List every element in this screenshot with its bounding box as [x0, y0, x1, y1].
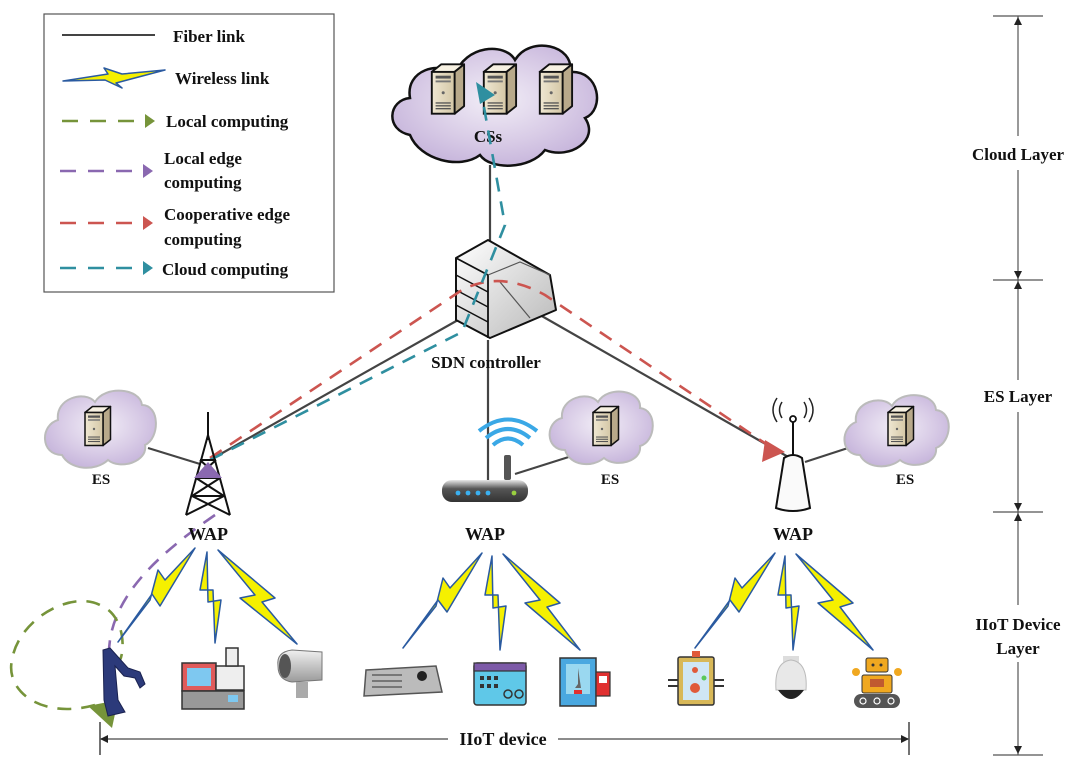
device-injection-molding-machine — [181, 647, 245, 710]
fiber-links — [147, 165, 849, 480]
wap-antenna-right: WAP — [772, 397, 814, 544]
server-icon — [887, 405, 915, 447]
legend-item-wireless-link: Wireless link — [62, 67, 270, 89]
device-security-camera — [277, 649, 323, 698]
cloud-computing-path — [209, 95, 507, 462]
signal-icon — [778, 401, 808, 419]
wireless-bolt — [694, 552, 776, 649]
legend-box — [43, 13, 335, 293]
wifi-icon — [491, 436, 525, 447]
wireless-bolt — [402, 552, 483, 649]
wap-router-middle: WAP — [442, 417, 539, 544]
layer-label-iiot-2: Layer — [996, 639, 1040, 658]
router-icon — [442, 480, 528, 502]
edge-server-left: ES — [44, 389, 157, 488]
cooperative-edge-path — [209, 279, 776, 460]
edge-server-middle: ES — [548, 390, 654, 488]
local-edge-path — [107, 513, 216, 681]
layer-scale — [993, 15, 1043, 756]
legend-item-cooperative-edge-computing: Cooperative edge computing — [60, 205, 291, 249]
layer-label-cloud: Cloud Layer — [972, 145, 1065, 164]
cooperative-edge-arrow-head-icon — [762, 440, 785, 462]
legend-item-local-edge-computing: Local edge computing — [60, 149, 242, 192]
fiber-es-wap-left — [147, 446, 201, 466]
server-icon — [538, 63, 574, 115]
edge-server-right: ES — [843, 394, 950, 488]
arrow-right-icon — [901, 735, 909, 743]
device-control-panel — [473, 662, 527, 706]
legend-label-coop-edge-1: Cooperative edge — [164, 205, 291, 224]
tower-highlight — [194, 462, 222, 478]
es-label: ES — [92, 472, 110, 488]
arrow-left-icon — [100, 735, 108, 743]
iiot-device-label: IIoT device — [459, 729, 546, 749]
wireless-bolt — [117, 547, 196, 643]
server-icon — [84, 405, 112, 447]
arrow-head-icon — [143, 261, 153, 275]
wap-label-right: WAP — [773, 524, 813, 544]
wireless-links — [117, 547, 874, 651]
iiot-device-span: IIoT device — [99, 722, 910, 755]
legend-item-cloud-computing: Cloud computing — [60, 260, 289, 279]
es-label: ES — [601, 472, 619, 488]
dome-camera-icon — [775, 659, 807, 691]
fiber-es-wap-middle — [514, 453, 576, 476]
fiber-sdn-wap-left — [209, 319, 459, 461]
legend-label-coop-edge-2: computing — [164, 230, 242, 249]
wap-label-middle: WAP — [465, 524, 505, 544]
legend-label-local-edge-2: computing — [164, 173, 242, 192]
arrow-head-icon — [143, 216, 153, 230]
wireless-bolt — [502, 553, 581, 651]
layer-label-iiot-1: IIoT Device — [975, 615, 1061, 634]
device-robot-arm — [102, 647, 146, 717]
legend-item-fiber-link: Fiber link — [62, 27, 245, 46]
wap-label-left: WAP — [188, 524, 228, 544]
computing-paths — [9, 95, 776, 711]
legend-label-local-edge-1: Local edge — [164, 149, 242, 168]
arrow-head-icon — [143, 164, 153, 178]
device-cnc-machine — [559, 657, 611, 707]
device-control-keyboard — [363, 665, 443, 697]
es-label: ES — [896, 472, 914, 488]
arrow-head-icon — [145, 114, 155, 128]
wap-tower-left: WAP — [185, 412, 231, 544]
legend-label-fiber: Fiber link — [173, 27, 245, 46]
antenna-icon — [774, 454, 812, 512]
legend-label-wireless: Wireless link — [175, 69, 270, 88]
legend-item-local-computing: Local computing — [62, 112, 289, 131]
tracked-robot-icon — [865, 657, 889, 673]
wireless-bolt — [777, 555, 800, 651]
fiber-es-wap-right — [804, 446, 849, 464]
sdn-controller-label: SDN controller — [431, 353, 541, 372]
wireless-bolt — [795, 553, 874, 651]
device-dome-camera — [775, 656, 807, 699]
device-tracked-robot — [852, 657, 902, 708]
fiber-sdn-wap-right — [539, 314, 791, 459]
layer-label-es: ES Layer — [984, 387, 1053, 406]
cloud-servers-node: CSs — [391, 44, 599, 167]
server-icon — [592, 405, 620, 447]
legend-label-cloud: Cloud computing — [162, 260, 289, 279]
wireless-link-swatch — [62, 67, 166, 89]
wireless-bolt — [217, 549, 298, 645]
router-antenna — [504, 455, 511, 480]
layer-scale-arrows — [1014, 17, 1022, 754]
wireless-bolt — [199, 551, 222, 644]
sdn-controller-node: SDN controller — [431, 239, 557, 372]
wireless-bolt — [484, 555, 507, 651]
legend-label-local: Local computing — [166, 112, 289, 131]
legend: Fiber link Wireless link Local computing… — [43, 13, 335, 293]
device-control-box — [668, 651, 724, 706]
server-icon — [482, 63, 518, 115]
robot-arm-icon — [102, 647, 146, 717]
server-icon — [430, 63, 466, 115]
cloud-computing-arrow-head-icon — [476, 82, 495, 104]
